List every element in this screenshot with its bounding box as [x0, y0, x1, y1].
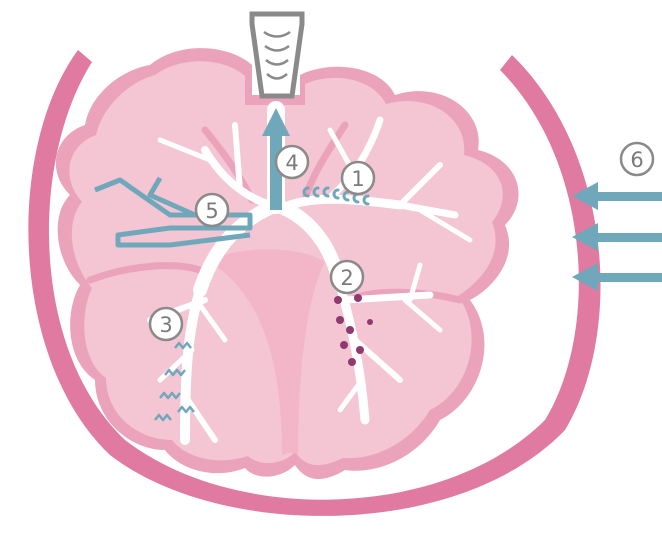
marker-3: 3: [150, 308, 182, 340]
svg-text:3: 3: [159, 313, 172, 337]
marker-5: 5: [196, 194, 228, 226]
svg-text:2: 2: [340, 266, 353, 290]
svg-text:4: 4: [285, 151, 298, 175]
marker-2: 2: [331, 261, 363, 293]
trachea: [252, 14, 302, 96]
marker-1: 1: [342, 162, 374, 194]
marker-6: 6: [621, 143, 653, 175]
svg-text:5: 5: [205, 199, 218, 223]
svg-text:1: 1: [351, 167, 364, 191]
arrows-external-pressure: [572, 182, 662, 291]
marker-4: 4: [276, 146, 308, 178]
svg-text:6: 6: [630, 148, 643, 172]
